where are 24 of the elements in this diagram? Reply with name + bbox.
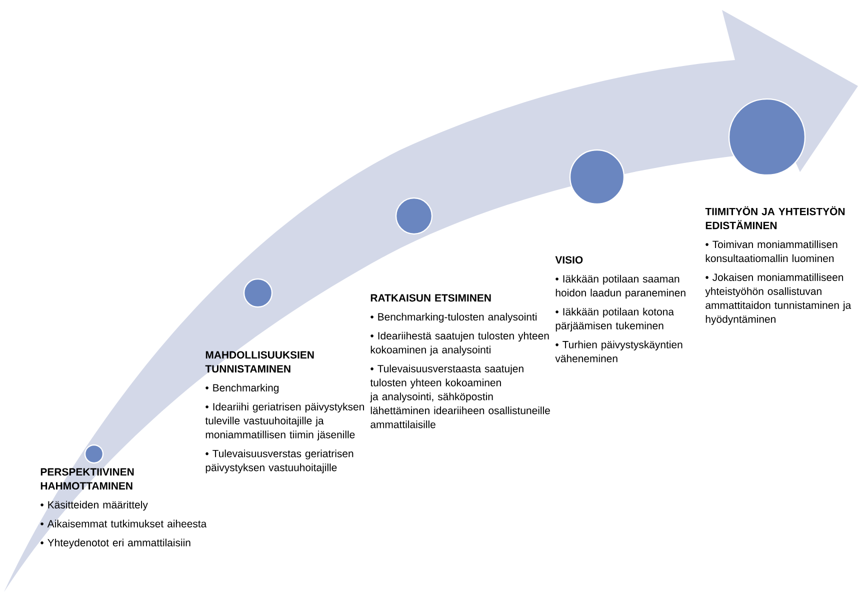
step-heading: TIIMITYÖN JA YHTEISTYÖN EDISTÄMINEN [705, 206, 845, 230]
step-heading: VISIO [555, 256, 583, 264]
step-heading: MAHDOLLISUUKSIEN TUNNISTAMINEN [205, 351, 314, 373]
bullet-text: • Ideariihi geriatrisen päivystyksen tuleville vastuuhoitajille ja moniammatillisen tiimin jäsenille [205, 402, 364, 440]
bullet-text: • Benchmarking-tulosten analysointi [370, 312, 537, 323]
circle-marker [395, 197, 433, 235]
bullet-text: • Tulevaisuusverstaasta saatujen tulosten yhteen kokoaminen ja analysointi, sähköpostin lähettäminen ideariiheen osallistuneille ammattilaisille [370, 364, 550, 428]
bullet-text: • Ideariihestä saatujen tulosten yhteen kokoaminen ja analysointi [370, 332, 549, 356]
bullet-text: • Jokaisen moniammatilliseen yhteistyöhön osallistuvan ammattitaidon tunnistaminen ja hyödyntäminen [705, 273, 852, 325]
step-heading: RATKAISUN ETSIMINEN [370, 294, 491, 302]
bullet-text: • Benchmarking [206, 384, 279, 394]
bullet-text: • Aikaisemmat tutkimukset aiheesta [40, 520, 207, 528]
step-heading: PERSPEKTIIVINEN HAHMOTTAMINEN [40, 468, 134, 490]
bullet-text: • Yhteydenotot eri ammattilaisiin [40, 538, 190, 548]
circle-marker [243, 278, 273, 308]
bullet-text: • Turhien päivystyskäyntien väheneminen [555, 340, 682, 362]
bullet-text: • Toimivan moniammatillisen konsultaatiomallin luominen [706, 240, 838, 262]
bullet-text: • Iäkkään potilaan saaman hoidon laadun paraneminen [556, 274, 686, 299]
circle-marker [84, 444, 104, 464]
circle-marker [728, 98, 806, 176]
bullet-text: • Tulevaisuusverstas geriatrisen päivystyksen vastuuhoitajille [206, 450, 354, 474]
bullet-text: • Käsitteiden määrittely [40, 500, 148, 511]
bullet-text: • Iäkkään potilaan kotona pärjäämisen tukeminen [556, 308, 674, 332]
circle-marker [569, 149, 625, 205]
